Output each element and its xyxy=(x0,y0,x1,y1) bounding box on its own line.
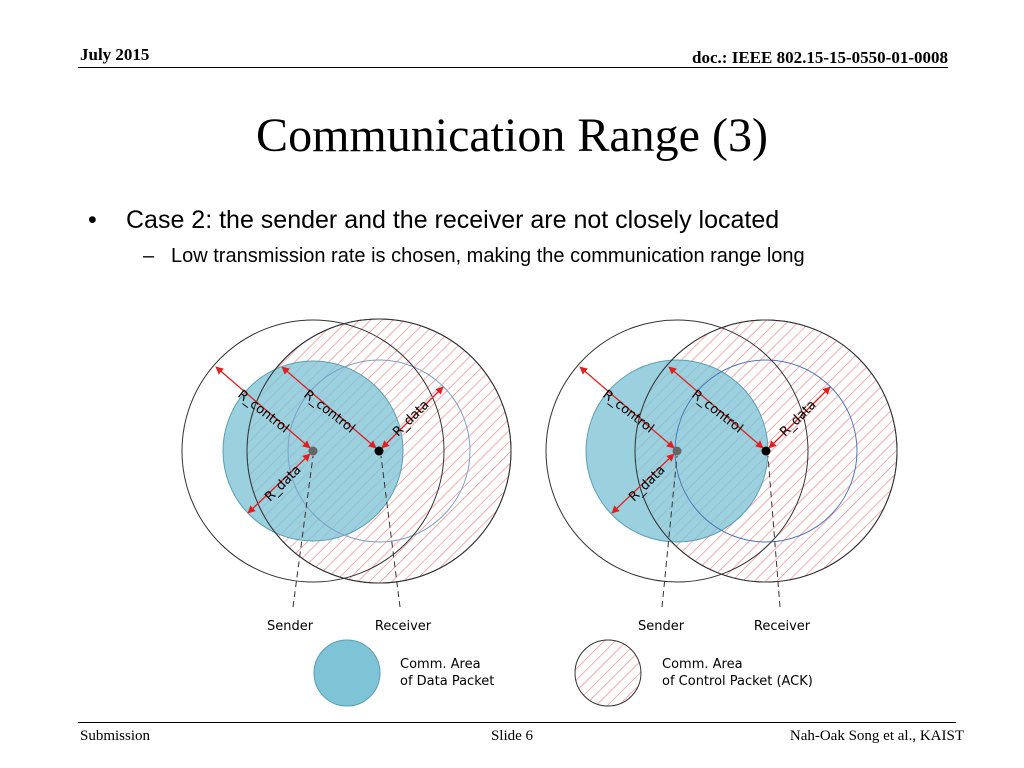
left-r-control-receiver-arrow xyxy=(281,366,377,449)
right-r-data-sender-arrow xyxy=(611,453,675,514)
left-r-data-receiver-arrow xyxy=(381,386,444,449)
header-rule xyxy=(78,67,948,68)
bullet-main-text: Case 2: the sender and the receiver are … xyxy=(126,206,780,234)
right-sender-pointer xyxy=(661,455,678,608)
footer-authors: Nah-Oak Song et al., KAIST xyxy=(789,728,964,744)
bullet-dash-icon: – xyxy=(143,245,155,267)
header-doc-id: doc.: IEEE 802.15-15-0550-01-0008 xyxy=(692,48,948,67)
legend: Comm. Area of Data Packet Comm. Area of … xyxy=(313,639,813,707)
legend-control-line2: of Control Packet (ACK) xyxy=(662,674,813,689)
left-diagram: R_control R_control R_data R_data Sender… xyxy=(181,318,512,634)
right-sender-node xyxy=(672,446,682,456)
left-receiver-control-area-outline xyxy=(246,318,512,584)
right-receiver-node xyxy=(761,446,771,456)
legend-data-swatch xyxy=(313,639,381,707)
right-sender-control-area xyxy=(545,319,809,583)
right-diagram: R_control R_control R_data R_data Sender… xyxy=(545,319,898,634)
legend-data-line1: Comm. Area xyxy=(400,657,481,672)
left-receiver-data-area xyxy=(287,359,471,543)
slide-title: Communication Range (3) xyxy=(256,109,768,162)
right-receiver-label: Receiver xyxy=(754,619,811,634)
bullet-sub-text: Low transmission rate is chosen, making … xyxy=(171,245,805,267)
left-sender-control-area xyxy=(181,319,445,583)
legend-data-line2: of Data Packet xyxy=(400,674,494,689)
footer-slide-number: Slide 6 xyxy=(490,728,534,744)
legend-control-swatch xyxy=(574,639,642,707)
left-receiver-pointer xyxy=(380,455,401,608)
bullet-sub: –Low transmission rate is chosen, making… xyxy=(143,245,805,268)
left-sender-node xyxy=(308,446,318,456)
left-sender-pointer xyxy=(292,455,314,608)
footer-rule xyxy=(78,722,956,723)
left-sender-label: Sender xyxy=(267,619,314,634)
right-r-control-sender-arrow xyxy=(579,366,675,449)
right-r-data-receiver-arrow xyxy=(768,386,831,449)
right-receiver-control-area-outline xyxy=(634,319,898,583)
bullet-main: • Case 2: the sender and the receiver are… xyxy=(88,206,779,235)
left-r-data-sender-arrow xyxy=(247,453,311,514)
footer-submission: Submission xyxy=(80,728,151,744)
left-receiver-node xyxy=(374,446,384,456)
right-receiver-pointer xyxy=(767,455,781,608)
legend-control-line1: Comm. Area xyxy=(662,657,743,672)
bullet-dot-icon: • xyxy=(88,206,97,234)
right-r-control-receiver-arrow xyxy=(668,366,764,449)
left-receiver-label: Receiver xyxy=(375,619,432,634)
header-date: July 2015 xyxy=(80,45,150,64)
right-sender-label: Sender xyxy=(638,619,685,634)
